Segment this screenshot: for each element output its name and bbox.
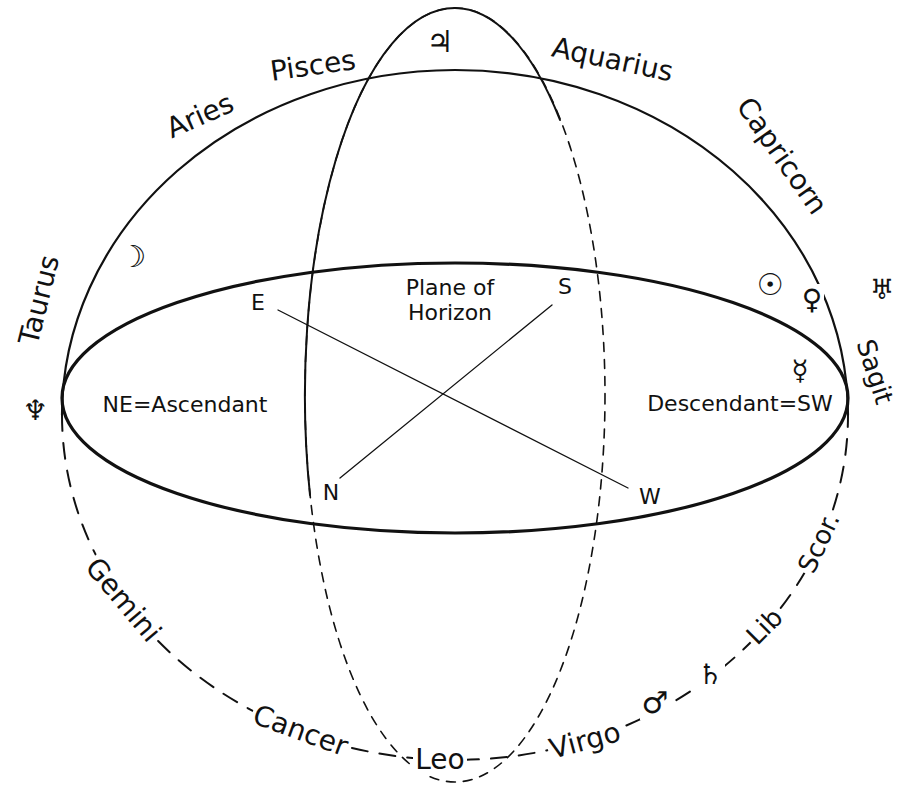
zodiac-sign: Cancer — [246, 698, 353, 763]
ecliptic-upper — [62, 70, 848, 415]
zodiac-sign: Sagit — [849, 334, 899, 410]
zodiac-sign: Taurus — [13, 250, 67, 350]
horizon-plane — [62, 263, 848, 533]
direction-label: W — [637, 484, 663, 509]
meridian-solid-right — [455, 8, 560, 120]
planet-symbol: ☿ — [789, 355, 810, 387]
plane-label: Plane of Horizon — [388, 275, 512, 326]
direction-label: S — [556, 274, 574, 299]
point-label: Descendant=SW — [645, 391, 835, 416]
ecliptic-lower — [62, 415, 848, 760]
zodiac-sign: Virgo — [544, 716, 626, 767]
zodiac-sign: Leo — [413, 744, 466, 776]
meridian-solid-left — [305, 8, 455, 495]
south-north-line — [340, 305, 552, 478]
point-label: NE=Ascendant — [101, 392, 270, 417]
planet-symbol: ☽ — [118, 240, 149, 275]
planet-symbol: ☉ — [755, 268, 786, 303]
zodiac-sign: Aries — [160, 86, 241, 146]
meridian-circle — [305, 8, 605, 782]
direction-label: N — [321, 480, 341, 505]
planet-symbol: ♂ — [640, 686, 671, 721]
zodiac-sign: Aquarius — [547, 31, 678, 89]
planet-symbol: ♆ — [20, 395, 49, 427]
planet-symbol: ♄ — [695, 659, 724, 691]
planet-symbol: ♃ — [425, 25, 456, 60]
planet-symbol: ♀ — [800, 284, 825, 316]
zodiac-sign: Gemini — [77, 550, 168, 650]
zodiac-sign: Capricorn — [729, 90, 835, 222]
east-west-line — [278, 310, 628, 488]
direction-label: E — [249, 290, 267, 315]
planet-symbol: ♅ — [867, 274, 896, 306]
zodiac-sign: Pisces — [266, 44, 359, 88]
zodiac-sign: Scor. — [792, 506, 848, 580]
